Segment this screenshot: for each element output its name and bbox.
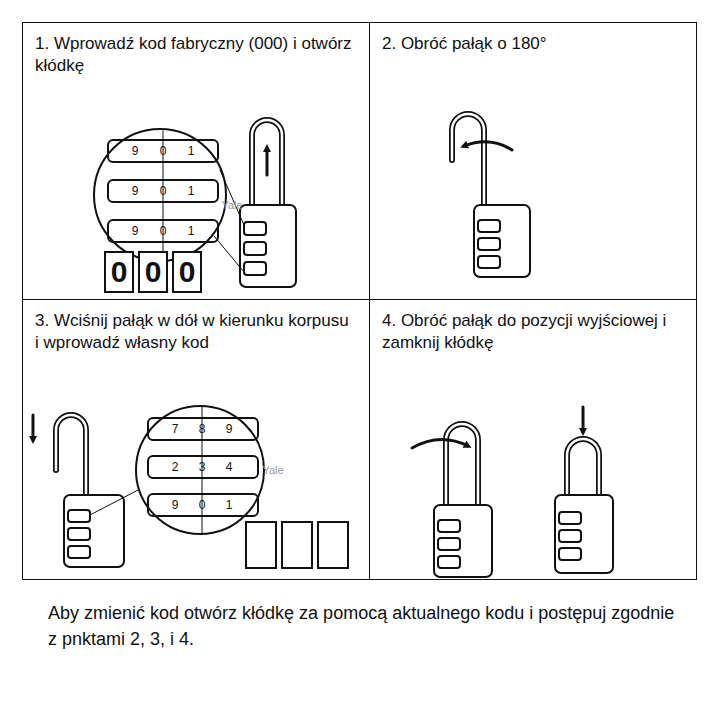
- dial-digit: 0: [160, 225, 167, 237]
- dial-digit: 9: [132, 225, 139, 237]
- dial-digit: 1: [226, 499, 233, 511]
- dial-digit: 9: [226, 423, 233, 435]
- step-panel: 4. Obróć pałąk do pozycji wyjściowej i z…: [369, 299, 697, 580]
- step-instruction: 1. Wprowadź kod fabryczny (000) i otwórz…: [23, 23, 369, 87]
- step-panel: 1. Wprowadź kod fabryczny (000) i otwórz…: [22, 22, 370, 300]
- step-instruction: 3. Wciśnij pałąk w dół w kierunku korpus…: [23, 300, 369, 364]
- brand-watermark: Yale: [221, 200, 242, 211]
- code-digit-box: 0: [138, 251, 168, 293]
- dial-digit: 9: [172, 499, 179, 511]
- code-digit: 0: [111, 257, 128, 287]
- code-digit-box: 0: [104, 251, 134, 293]
- dial-digit: 0: [160, 185, 167, 197]
- step-instruction: 2. Obróć pałąk o 180°: [370, 23, 696, 65]
- caption: Aby zmienić kod otwórz kłódkę za pomocą …: [48, 600, 688, 652]
- dial-digit: 1: [188, 225, 195, 237]
- dial-digit: 4: [226, 461, 233, 473]
- code-digit: 0: [145, 257, 162, 287]
- dial-digit: 1: [188, 185, 195, 197]
- step-instruction: 4. Obróć pałąk do pozycji wyjściowej i z…: [370, 300, 696, 364]
- dial-digit: 8: [199, 423, 206, 435]
- dial-digit: 3: [199, 461, 206, 473]
- brand-watermark: Yale: [262, 465, 283, 476]
- dial-digit: 9: [132, 185, 139, 197]
- dial-digit: 1: [188, 145, 195, 157]
- dial-digit: 2: [172, 461, 179, 473]
- step-panel: 2. Obróć pałąk o 180°: [369, 22, 697, 300]
- dial-digit: 7: [172, 423, 179, 435]
- dial-digit: 9: [132, 145, 139, 157]
- code-digit: 0: [179, 257, 196, 287]
- dial-digit: 0: [160, 145, 167, 157]
- code-digit-box: 0: [172, 251, 202, 293]
- dial-digit: 0: [199, 499, 206, 511]
- step-panel: 3. Wciśnij pałąk w dół w kierunku korpus…: [22, 299, 370, 580]
